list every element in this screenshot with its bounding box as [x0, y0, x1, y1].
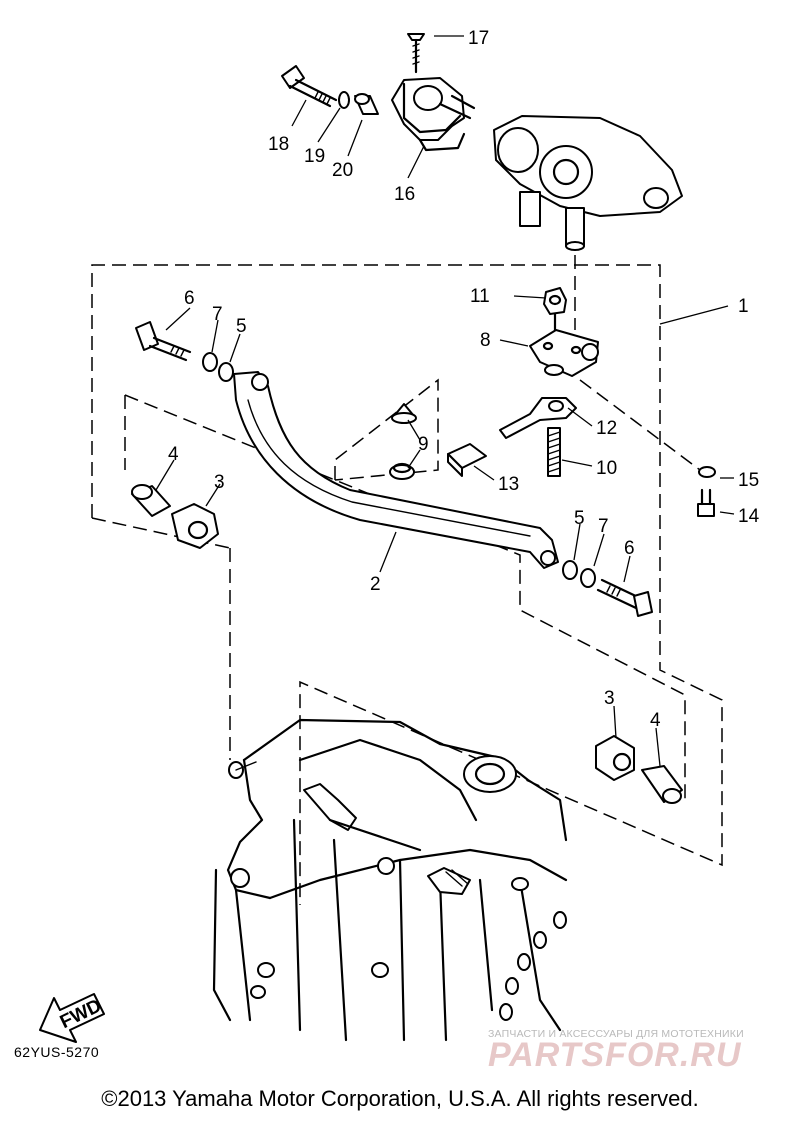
- callout-2: 2: [370, 574, 381, 595]
- washer-5-left: [218, 362, 234, 382]
- watermark-subtitle: ЗАПЧАСТИ И АКСЕССУАРЫ ДЛЯ МОТОТЕХНИКИ: [488, 1028, 744, 1040]
- washer-7-right: [580, 568, 596, 588]
- bracket-16: [391, 77, 476, 152]
- collar-4-left: [131, 484, 171, 517]
- bolt-6-right: [596, 578, 653, 617]
- fwd-arrow: FWD: [39, 993, 105, 1043]
- grommet-9: [389, 403, 417, 480]
- bolt-18: [281, 65, 338, 108]
- callout-7-right: 7: [598, 516, 609, 537]
- callout-11: 11: [470, 286, 490, 307]
- callout-10: 10: [596, 458, 617, 479]
- washer-15: [698, 466, 716, 478]
- lever-12: [499, 397, 577, 439]
- callout-12: 12: [596, 418, 617, 439]
- screw-17: [407, 33, 425, 74]
- stud-10: [547, 427, 561, 477]
- callout-20: 20: [332, 160, 353, 181]
- callout-8: 8: [480, 330, 491, 351]
- washer-19: [338, 91, 350, 109]
- callout-15: 15: [738, 470, 759, 491]
- callout-6-right: 6: [624, 538, 635, 559]
- clamp-bracket: [212, 718, 568, 1042]
- callout-4-left: 4: [168, 444, 179, 465]
- callout-3-left: 3: [214, 472, 225, 493]
- callout-9: 9: [418, 434, 429, 455]
- callout-14: 14: [738, 506, 760, 527]
- bolt-6-left: [135, 321, 192, 362]
- nut-11: [543, 287, 567, 336]
- pad-13: [447, 443, 487, 477]
- bolt-14: [697, 488, 715, 517]
- callout-17: 17: [468, 28, 489, 49]
- nut-3-left: [171, 503, 219, 549]
- callout-7-left: 7: [212, 304, 223, 325]
- callout-5-left: 5: [236, 316, 247, 337]
- nut-3-right: [595, 735, 635, 781]
- plate-8: [529, 329, 599, 377]
- callout-3-right: 3: [604, 688, 615, 709]
- collar-4-right: [641, 765, 683, 804]
- callout-5-right: 5: [574, 508, 585, 529]
- watermark-brand: PARTSFOR.RU: [488, 1036, 742, 1074]
- copyright-notice: ©2013 Yamaha Motor Corporation, U.S.A. A…: [101, 1086, 699, 1111]
- leader-lines: [155, 35, 735, 767]
- upper-swivel-bracket: [493, 115, 683, 251]
- document-code: 62YUS-5270: [14, 1044, 100, 1060]
- callout-4-right: 4: [650, 710, 661, 731]
- callout-19: 19: [304, 146, 325, 167]
- callout-1: 1: [738, 296, 749, 317]
- washer-plate-8: [544, 364, 564, 376]
- callout-16: 16: [394, 184, 415, 205]
- washer-7-left: [202, 352, 218, 372]
- washer-5-right: [562, 560, 578, 580]
- callout-6-left: 6: [184, 288, 195, 309]
- callout-13: 13: [498, 474, 519, 495]
- callout-18: 18: [268, 134, 289, 155]
- assembly-boundary-dashed: [91, 255, 723, 905]
- steering-rod-2: [233, 371, 559, 569]
- callout-numbers: 1 2 3 3 4 4 5 5 6 6 7 7 8 9 10 11 12 13 …: [168, 28, 760, 731]
- collar-20: [354, 93, 379, 115]
